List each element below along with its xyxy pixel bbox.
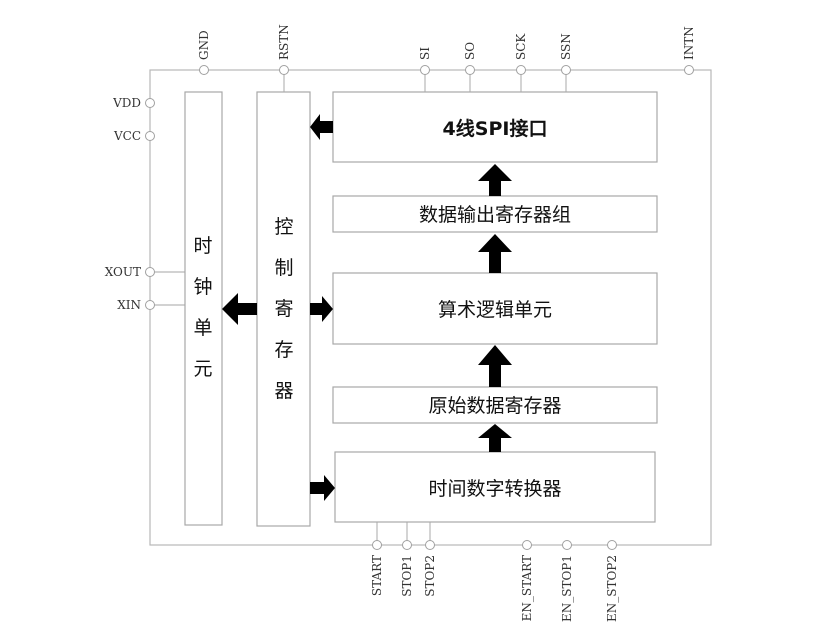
pin-stop1[interactable] bbox=[402, 540, 412, 550]
clock-vert-char: 元 bbox=[193, 358, 212, 380]
pin-label-en-start: EN_START bbox=[520, 555, 534, 621]
pin-sck[interactable] bbox=[516, 65, 526, 75]
pin-label-start: START bbox=[370, 555, 384, 596]
pin-label-ssn: SSN bbox=[559, 33, 573, 60]
clock-vert-char: 钟 bbox=[193, 276, 212, 298]
pin-label-intn: INTN bbox=[682, 26, 696, 60]
pin-rstn[interactable] bbox=[279, 65, 289, 75]
pin-label-so: SO bbox=[463, 42, 477, 60]
raw-data-register-label: 原始数据寄存器 bbox=[428, 395, 561, 417]
pin-label-sck: SCK bbox=[514, 33, 528, 60]
pin-en-stop1[interactable] bbox=[562, 540, 572, 550]
pin-en-start[interactable] bbox=[522, 540, 532, 550]
pin-label-vdd: VDD bbox=[112, 96, 141, 110]
spi-interface-block bbox=[332, 91, 658, 163]
output-registers-block bbox=[332, 195, 658, 233]
arrow-tdc-to-raw bbox=[478, 424, 512, 452]
alu-label: 算术逻辑单元 bbox=[438, 299, 552, 321]
tdc-block bbox=[334, 451, 656, 523]
pin-label-rstn: RSTN bbox=[277, 24, 291, 60]
alu-block bbox=[332, 272, 658, 345]
pin-si[interactable] bbox=[420, 65, 430, 75]
pin-stop2[interactable] bbox=[425, 540, 435, 550]
pin-gnd[interactable] bbox=[199, 65, 209, 75]
left-pins bbox=[145, 98, 155, 310]
pin-xout[interactable] bbox=[145, 267, 155, 277]
pin-label-stop2: STOP2 bbox=[423, 555, 437, 597]
arrow-control-to-alu bbox=[310, 296, 333, 322]
pin-en-stop2[interactable] bbox=[607, 540, 617, 550]
pin-label-si: SI bbox=[418, 47, 432, 60]
pin-label-vcc: VCC bbox=[113, 129, 141, 143]
pin-label-xout: XOUT bbox=[105, 265, 141, 279]
pin-label-stop1: STOP1 bbox=[400, 555, 414, 597]
pin-label-gnd: GND bbox=[197, 30, 211, 60]
arrow-alu-to-output bbox=[478, 234, 512, 273]
clock-vert-char: 单 bbox=[193, 317, 212, 339]
clock-unit-block bbox=[184, 91, 223, 526]
control-vert-char: 控 bbox=[274, 216, 293, 238]
pin-label-en-stop1: EN_STOP1 bbox=[560, 555, 574, 622]
arrow-output-to-spi bbox=[478, 164, 512, 196]
pin-label-xin: XIN bbox=[117, 298, 141, 312]
arrow-spi-to-control bbox=[310, 114, 333, 140]
output-registers-label: 数据输出寄存器组 bbox=[419, 204, 571, 226]
control-vert-char: 制 bbox=[274, 257, 293, 279]
bottom-pins bbox=[372, 540, 617, 550]
arrow-raw-to-alu bbox=[478, 345, 512, 387]
clock-vert-char: 时 bbox=[193, 235, 212, 257]
arrow-control-to-tdc bbox=[310, 475, 335, 501]
pin-ssn[interactable] bbox=[561, 65, 571, 75]
top-pins bbox=[199, 65, 694, 75]
pin-vcc[interactable] bbox=[145, 131, 155, 141]
control-vert-char: 器 bbox=[274, 380, 293, 402]
control-vert-char: 寄 bbox=[274, 298, 293, 320]
control-register-block bbox=[256, 91, 311, 527]
pin-intn[interactable] bbox=[684, 65, 694, 75]
tdc-label: 时间数字转换器 bbox=[428, 478, 561, 500]
pin-vdd[interactable] bbox=[145, 98, 155, 108]
spi-interface-label: 4线SPI接口 bbox=[443, 117, 548, 140]
raw-data-register-block bbox=[332, 386, 658, 424]
pin-start[interactable] bbox=[372, 540, 382, 550]
arrow-control-to-clock bbox=[222, 293, 257, 325]
pin-xin[interactable] bbox=[145, 300, 155, 310]
control-vert-char: 存 bbox=[274, 339, 293, 361]
pin-so[interactable] bbox=[465, 65, 475, 75]
pin-label-en-stop2: EN_STOP2 bbox=[605, 555, 619, 622]
